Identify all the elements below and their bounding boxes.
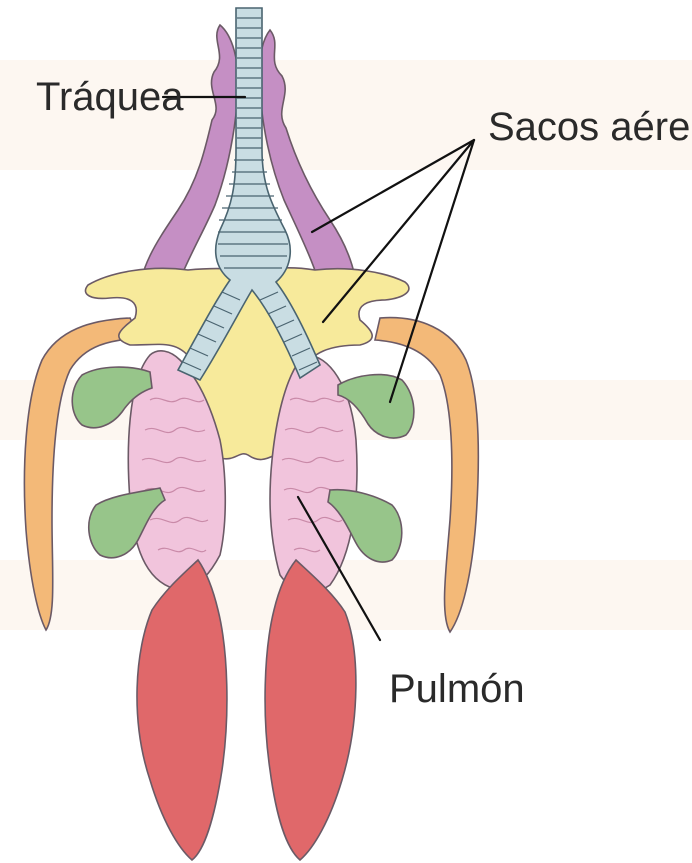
label-lung: Pulmón [389,667,525,711]
label-trachea: Tráquea [36,75,184,119]
label-air-sacs: Sacos aéreos [488,105,692,149]
